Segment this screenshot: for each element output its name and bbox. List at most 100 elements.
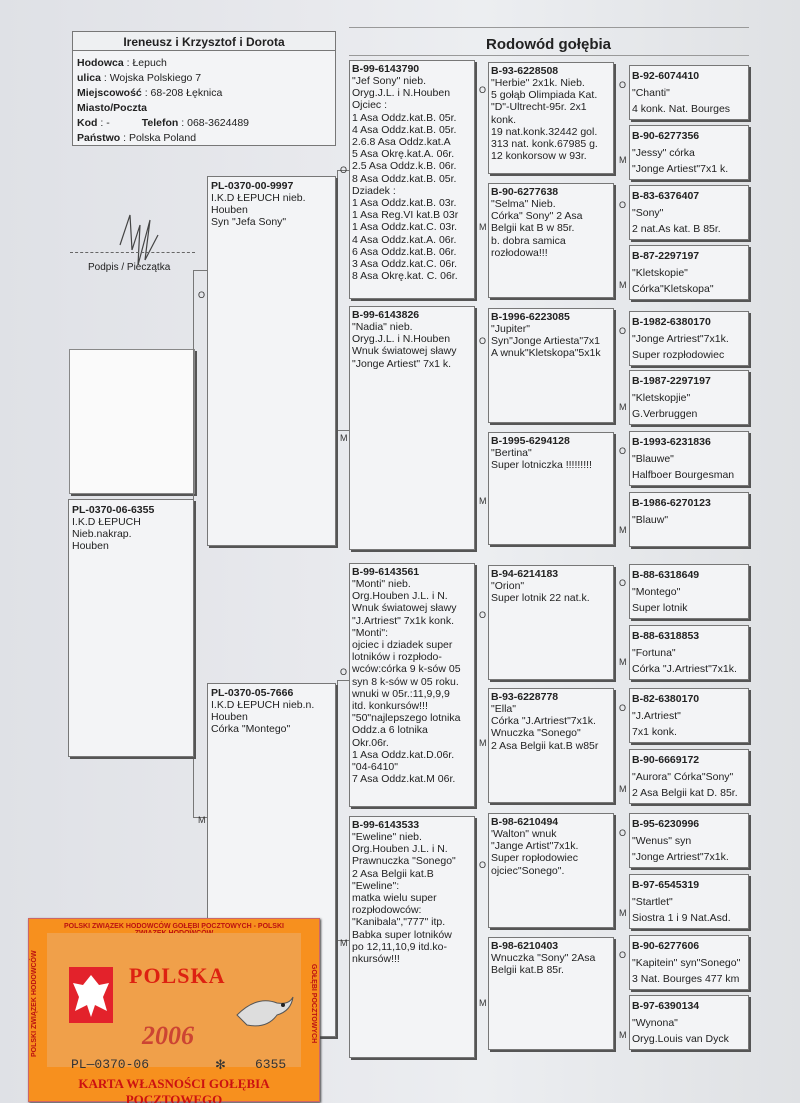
- pigeon-details: "Jef Sony" nieb. Oryg.J.L. i N.Houben Oj…: [352, 75, 459, 283]
- ring-number: B-98-6210403: [491, 940, 559, 952]
- pigeon-card-gen4: B-83-6376407 "Sony" 2 nat.As kat. B 85r.: [629, 185, 749, 240]
- ring-number: B-1995-6294128: [491, 435, 570, 447]
- ownership-card: POLSKI ZWIĄZEK HODOWCÓW GOŁĘBI POCZTOWYC…: [28, 918, 320, 1103]
- stamp-side-text: POLSKI ZWIĄZEK HODOWCÓW: [31, 950, 38, 1058]
- ring-number: B-92-6074410: [632, 70, 700, 82]
- pigeon-details: "Montego" Super lotnik: [632, 586, 688, 614]
- pigeon-card-gen4: B-90-6669172 "Aurora" Córka"Sony" 2 Asa …: [629, 749, 749, 804]
- pigeon-card-gen4: B-97-6390134 "Wynona" Oryg.Louis van Dyc…: [629, 995, 749, 1050]
- pigeon-details: "Selma" Nieb. Córka" Sony" 2 Asa Belgii …: [491, 198, 583, 259]
- pigeon-details: "Nadia" nieb. Oryg.J.L. i N.Houben Wnuk …: [352, 321, 457, 370]
- ring-number: B-97-6390134: [632, 1000, 700, 1012]
- ring-number: B-83-6376407: [632, 190, 700, 202]
- breeder-row: ulica : Wojska Polskiego 7: [77, 72, 202, 84]
- pigeon-card-gen4: B-1986-6270123 "Blauw": [629, 492, 749, 547]
- pigeon-card-gen4: B-1987-2297197 "Kletskopjie" G.Verbrugge…: [629, 370, 749, 425]
- eagle-emblem-icon: [69, 967, 113, 1023]
- ring-number: B-88-6318853: [632, 630, 700, 642]
- breeder-row: Miasto/Poczta: [77, 102, 148, 114]
- pigeon-icon: [236, 996, 294, 1027]
- document-title: Rodowód gołębia: [486, 36, 611, 53]
- pigeon-card-main: PL-0370-06-6355 I.K.D ŁEPUCH Nieb.nakrap…: [68, 499, 194, 757]
- pigeon-card-gen4: B-92-6074410 "Chanti" 4 konk. Nat. Bourg…: [629, 65, 749, 120]
- pigeon-details: "Chanti" 4 konk. Nat. Bourges: [632, 87, 731, 115]
- pigeon-card-gen4: B-88-6318853 "Fortuna" Córka "J.Artriest…: [629, 625, 749, 680]
- pigeon-details: "Eweline" nieb. Org.Houben J.L. i N. Pra…: [352, 831, 456, 966]
- pigeon-details: "Bertina" Super lotniczka !!!!!!!!!: [491, 447, 592, 472]
- signature-scribble: [119, 214, 159, 266]
- ring-number: B-90-6669172: [632, 754, 700, 766]
- pigeon-card-gen3: B-1996-6223085 "Jupiter" Syn"Jonge Artie…: [488, 308, 614, 423]
- stamp-country: POLSKA: [129, 963, 226, 988]
- ring-number: B-94-6214183: [491, 568, 559, 580]
- pigeon-card-gen3: B-94-6214183 "Orion" Super lotnik 22 nat…: [488, 565, 614, 680]
- breeder-row: Kod : - Telefon : 068-3624489: [77, 117, 250, 129]
- breeder-row: Hodowca : Łepuch: [77, 57, 167, 69]
- stamp-serial-number: 6355: [255, 1057, 287, 1072]
- ring-number: B-99-6143561: [352, 566, 420, 578]
- pigeon-details: I.K.D ŁEPUCH nieb.n. Houben Córka "Monte…: [211, 699, 315, 736]
- ring-number: B-97-6545319: [632, 879, 700, 891]
- pigeon-card-gen3: B-93-6228778 "Ella" Córka "J.Artriest"7x…: [488, 688, 614, 803]
- pigeon-card-gen4: B-1993-6231836 "Blauwe" Halfboer Bourges…: [629, 431, 749, 486]
- pigeon-details: "Blauw": [632, 514, 669, 526]
- ring-number: B-1993-6231836: [632, 436, 711, 448]
- ring-number: B-1987-2297197: [632, 375, 711, 387]
- pigeon-details: "Kapitein" syn"Sonego" 3 Nat. Bourges 47…: [632, 957, 741, 985]
- stamp-side-text: GOŁĘBI POCZTOWYCH: [310, 964, 317, 1044]
- pigeon-details: "Jessy" córka "Jonge Artiest"7x1 k.: [632, 147, 729, 175]
- pigeon-card-gen4: B-90-6277356 "Jessy" córka "Jonge Arties…: [629, 125, 749, 180]
- pigeon-card-sire: PL-0370-00-9997 I.K.D ŁEPUCH nieb. Hoube…: [207, 176, 336, 546]
- ring-number: B-99-6143533: [352, 819, 420, 831]
- pigeon-details: "J.Artriest" 7x1 konk.: [632, 710, 681, 738]
- pigeon-card-gen4: B-95-6230996 "Wenus" syn "Jonge Artriest…: [629, 813, 749, 868]
- pigeon-card-gen4: B-88-6318649 "Montego" Super lotnik: [629, 564, 749, 619]
- pigeon-details: "Wenus" syn "Jonge Artriest"7x1k.: [632, 835, 729, 863]
- ring-number: B-87-2297197: [632, 250, 700, 262]
- pigeon-card-gen3: B-98-6210403 Wnuczka "Sony" 2Asa Belgii …: [488, 937, 614, 1050]
- pigeon-details: "Wynona" Oryg.Louis van Dyck: [632, 1017, 729, 1045]
- pigeon-details: "Sony" 2 nat.As kat. B 85r.: [632, 207, 721, 235]
- pigeon-details: "Blauwe" Halfboer Bourgesman: [632, 453, 735, 481]
- pigeon-card-gen3: B-90-6277638 "Selma" Nieb. Córka" Sony" …: [488, 183, 614, 298]
- ring-number: B-98-6210494: [491, 816, 559, 828]
- ring-number: PL-0370-06-6355: [72, 504, 155, 516]
- ring-number: B-1996-6223085: [491, 311, 570, 323]
- pigeon-card-gen3: B-93-6228508 "Herbie" 2x1k. Nieb. 5 gołą…: [488, 62, 614, 174]
- pigeon-card-gen2: B-99-6143561 "Monti" nieb. Org.Houben J.…: [349, 563, 475, 807]
- ring-number: PL-0370-00-9997: [211, 180, 294, 192]
- pigeon-details: "Aurora" Córka"Sony" 2 Asa Belgii kat D.…: [632, 771, 738, 799]
- ring-number: B-99-6143826: [352, 309, 420, 321]
- stamp-year: 2006: [142, 1021, 194, 1050]
- ring-number: B-1982-6380170: [632, 316, 711, 328]
- pigeon-card-gen3: B-1995-6294128 "Bertina" Super lotniczka…: [488, 432, 614, 545]
- ring-number: B-93-6228778: [491, 691, 559, 703]
- pigeon-card-gen4: B-1982-6380170 "Jonge Artriest"7x1k. Sup…: [629, 311, 749, 366]
- pigeon-details: "Jupiter" Syn"Jonge Artiesta"7x1 A wnuk"…: [491, 323, 601, 360]
- breeder-row: Miejscowość : 68-208 Łęknica: [77, 87, 223, 99]
- breeder-name: Ireneusz i Krzysztof i Dorota: [72, 31, 336, 51]
- ring-number: B-95-6230996: [632, 818, 700, 830]
- ring-number: B-93-6228508: [491, 65, 559, 77]
- ring-number: B-1986-6270123: [632, 497, 711, 509]
- pigeon-card-gen4: B-82-6380170 "J.Artriest" 7x1 konk.: [629, 688, 749, 743]
- stamp-card-title: KARTA WŁASNOŚCI GOŁĘBIA POCZTOWEGO: [78, 1076, 270, 1103]
- ring-number: B-90-6277356: [632, 130, 700, 142]
- signature-label: Podpis / Pieczątka: [88, 262, 171, 273]
- stamp-panel: POLSKA 2006 PL—0370-06 ✻ 6355: [47, 933, 301, 1072]
- pigeon-details: "Fortuna" Córka "J.Artriest"7x1k.: [632, 647, 737, 675]
- pigeon-card-gen2: B-99-6143790 "Jef Sony" nieb. Oryg.J.L. …: [349, 60, 475, 299]
- pigeon-card-gen4: B-97-6545319 "Startlet" Siostra 1 i 9 Na…: [629, 874, 749, 929]
- breeder-row: Państwo : Polska Poland: [77, 132, 197, 144]
- stamp-ring-number: PL—0370-06: [71, 1057, 150, 1072]
- photo-placeholder: [69, 349, 195, 494]
- pigeon-details: "Kletskopjie" G.Verbruggen: [632, 392, 698, 420]
- pigeon-card-gen3: B-98-6210494 'Walton" wnuk "Jange Artist…: [488, 813, 614, 928]
- ring-number: B-88-6318649: [632, 569, 700, 581]
- pigeon-details: I.K.D ŁEPUCH Nieb.nakrap. Houben: [72, 516, 141, 553]
- signature-line: [70, 252, 195, 253]
- snowflake-icon: ✻: [215, 1057, 226, 1072]
- pigeon-details: "Ella" Córka "J.Artriest"7x1k. Wnuczka "…: [491, 703, 599, 752]
- pigeon-card-gen2: B-99-6143826 "Nadia" nieb. Oryg.J.L. i N…: [349, 306, 475, 550]
